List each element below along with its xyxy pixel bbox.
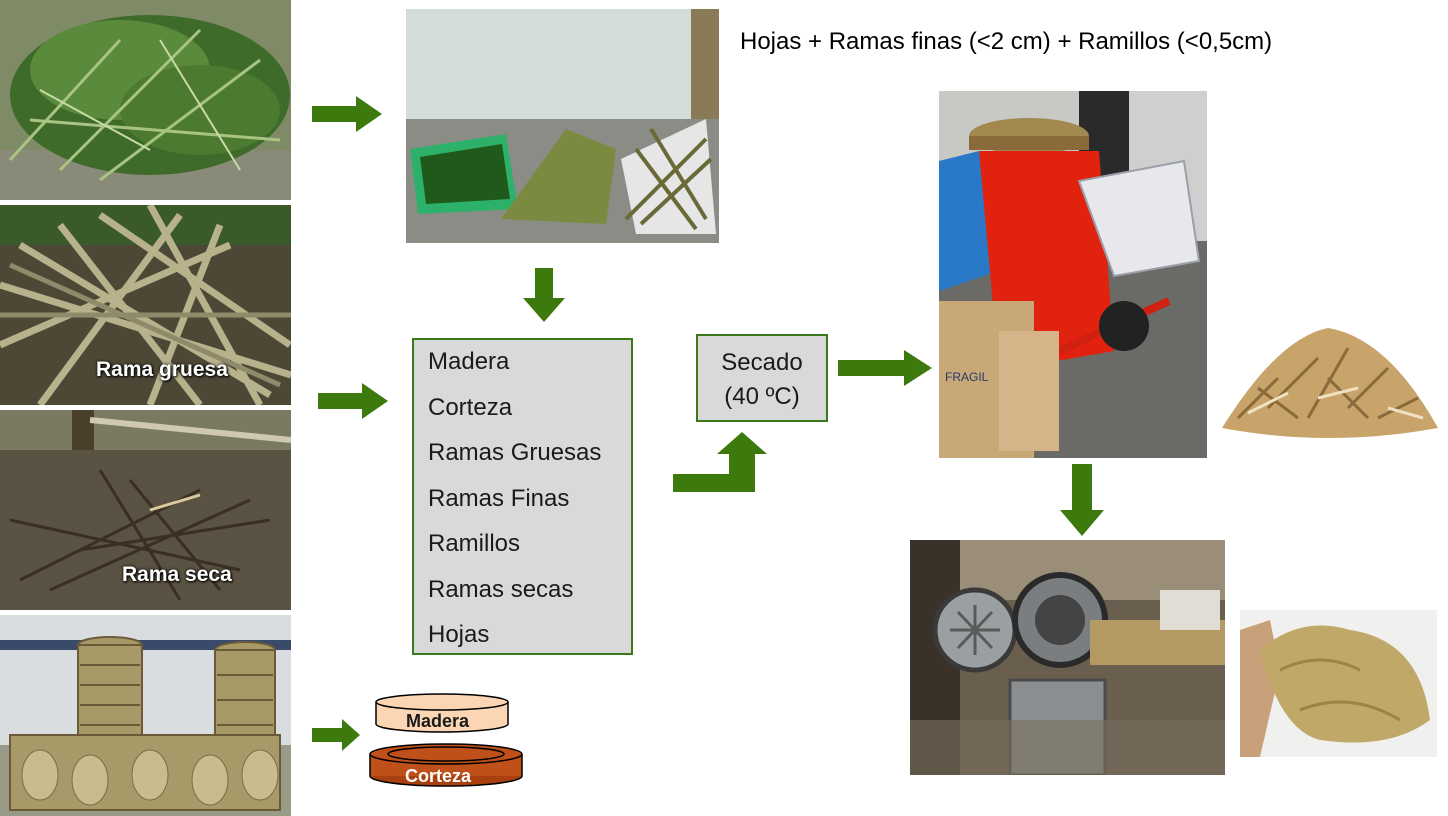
fraction-item: Ramas Finas: [428, 484, 570, 512]
fractions-box: Madera Corteza Ramas Gruesas Ramas Finas…: [412, 338, 633, 655]
arrow-right-icon: [318, 383, 390, 419]
arrow-down-icon: [523, 268, 565, 322]
disk-bark-label: Corteza: [405, 766, 472, 786]
disk-wood-label: Madera: [406, 711, 470, 731]
photo-thick-branches: Rama gruesa: [0, 205, 291, 405]
arrow-right-icon: [312, 96, 384, 132]
arrow-bent-up-icon: [673, 432, 769, 494]
photo-mill: [910, 540, 1225, 775]
photo-chipper-machine: FRAGIL: [939, 91, 1207, 458]
svg-text:FRAGIL: FRAGIL: [945, 370, 989, 384]
arrow-down-icon: [1060, 464, 1104, 536]
wood-bark-disk-diagram: Madera Corteza: [366, 690, 526, 790]
photo-wood-discs: [0, 615, 291, 816]
fraction-item: Madera: [428, 348, 510, 375]
fraction-item: Hojas: [428, 621, 490, 648]
fraction-item: Ramillos: [428, 530, 521, 557]
fraction-item: Corteza: [428, 393, 513, 421]
fine-fraction-caption: Hojas + Ramas finas (<2 cm) + Ramillos (…: [740, 28, 1273, 55]
photo-branch-pile: [0, 0, 291, 200]
photo-wood-chips: [1218, 318, 1440, 452]
photo-powder: [1240, 610, 1437, 757]
photo-separated-fractions: [406, 9, 719, 243]
thick-branch-label: Rama gruesa: [96, 358, 228, 381]
drying-label: Secado: [721, 349, 803, 376]
photo-dry-branches: Rama seca: [0, 410, 291, 610]
arrow-right-icon: [312, 719, 362, 751]
fraction-item: Ramas Gruesas: [428, 439, 602, 466]
fraction-item: Ramas secas: [428, 575, 574, 603]
dry-branch-label: Rama seca: [122, 563, 232, 586]
drying-box: Secado (40 ºC): [696, 334, 828, 422]
arrow-right-icon: [838, 350, 934, 386]
drying-temperature: (40 ºC): [724, 383, 800, 410]
